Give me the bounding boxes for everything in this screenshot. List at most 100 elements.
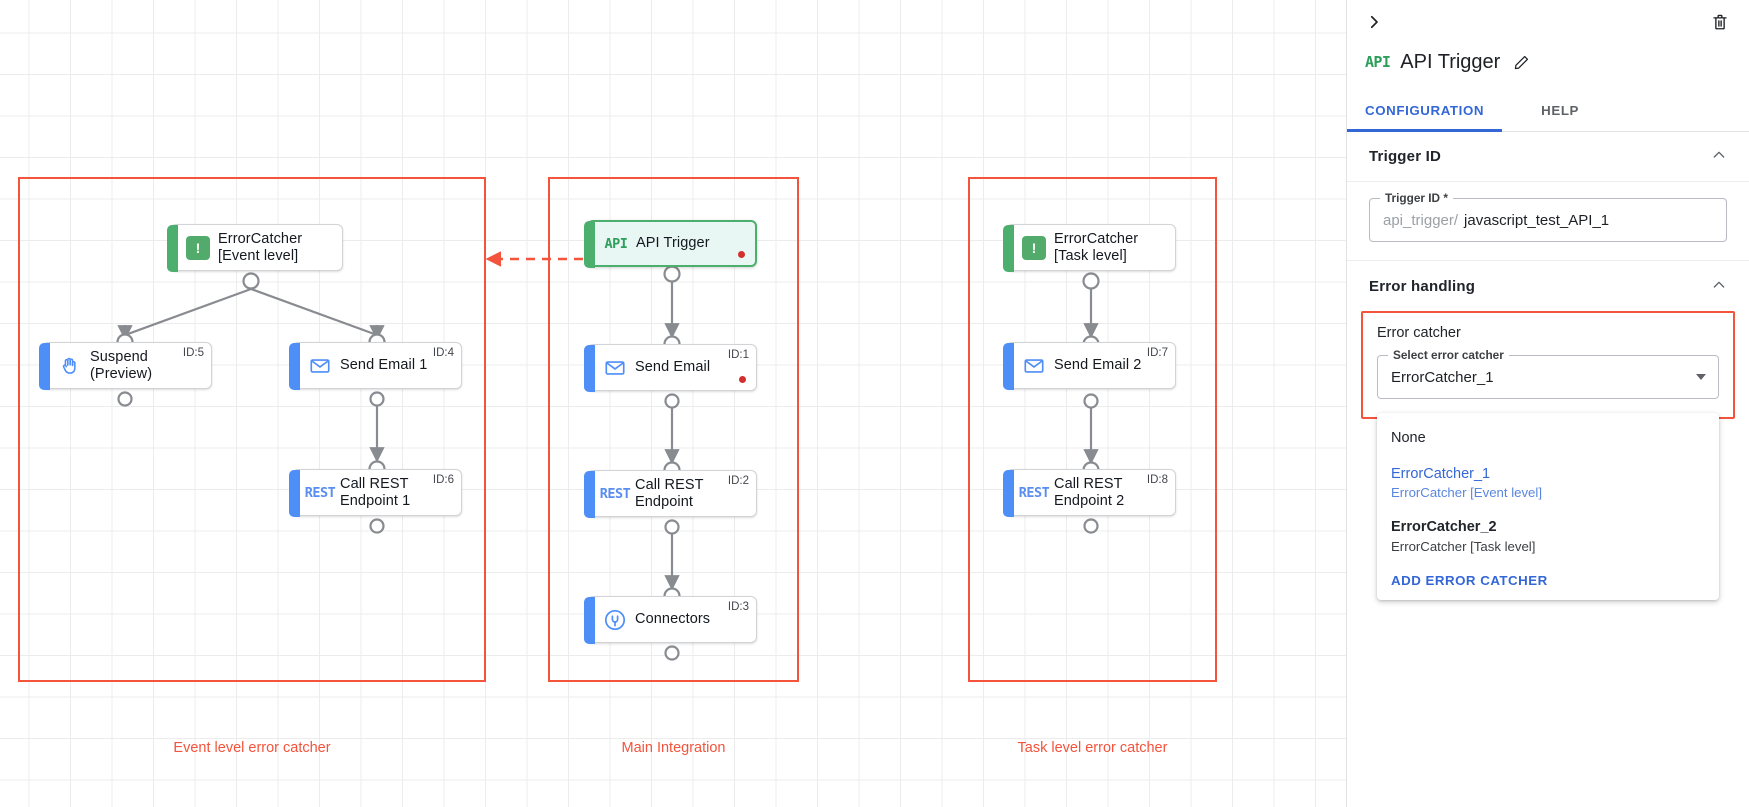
- node-api-trigger[interactable]: API API Trigger: [584, 220, 757, 268]
- connector-icon: [595, 596, 635, 643]
- error-catcher-block: Error catcher Select error catcher Error…: [1361, 311, 1735, 601]
- section-header-error-handling[interactable]: Error handling: [1347, 261, 1749, 311]
- node-connectors[interactable]: Connectors ID:3: [584, 596, 757, 644]
- dropdown-option-none[interactable]: None: [1377, 421, 1719, 457]
- rest-icon-text: REST: [1018, 484, 1050, 501]
- chevron-up-icon[interactable]: [1711, 147, 1727, 166]
- group-frame-main[interactable]: [548, 177, 799, 682]
- trash-icon[interactable]: [1705, 7, 1735, 37]
- panel-topbar: [1347, 0, 1749, 44]
- node-error-catcher-task[interactable]: ! ErrorCatcher [Task level]: [1003, 224, 1176, 272]
- group-label-main: Main Integration: [621, 740, 726, 756]
- node-call-rest-endpoint-1[interactable]: REST Call REST Endpoint 1 ID:6: [289, 469, 462, 517]
- dropdown-option-label: None: [1391, 430, 1426, 446]
- api-icon: API: [596, 220, 636, 267]
- rest-icon-text: REST: [599, 485, 631, 502]
- group-frame-task-level[interactable]: [968, 177, 1217, 682]
- node-label: API Trigger: [636, 235, 710, 252]
- node-error-indicator: [738, 251, 745, 258]
- node-accent-bar: [289, 343, 300, 390]
- chevron-down-icon[interactable]: [1696, 374, 1706, 380]
- node-accent-bar: [584, 345, 595, 392]
- envelope-icon: [300, 342, 340, 389]
- node-accent-bar: [1003, 343, 1014, 390]
- node-id-tag: ID:4: [432, 347, 454, 359]
- node-accent-bar: [289, 470, 300, 517]
- node-label: Call REST Endpoint: [635, 476, 704, 510]
- node-id-tag: ID:8: [1146, 474, 1168, 486]
- node-label: ErrorCatcher [Task level]: [1054, 230, 1139, 264]
- envelope-icon: [1014, 342, 1054, 389]
- tab-configuration[interactable]: CONFIGURATION: [1347, 90, 1503, 132]
- dropdown-option-errorcatcher-2[interactable]: ErrorCatcher_2 ErrorCatcher [Task level]: [1377, 510, 1719, 563]
- details-panel: API API Trigger CONFIGURATION HELP Trigg…: [1346, 0, 1749, 807]
- dropdown-option-label: ErrorCatcher_2: [1391, 518, 1497, 535]
- tab-help[interactable]: HELP: [1541, 103, 1580, 118]
- trigger-id-prefix: api_trigger/: [1383, 211, 1459, 229]
- node-send-email-main[interactable]: Send Email ID:1: [584, 344, 757, 392]
- node-send-email-2[interactable]: Send Email 2 ID:7: [1003, 342, 1176, 390]
- api-icon-text: API: [604, 235, 628, 252]
- node-id-tag: ID:7: [1146, 347, 1168, 359]
- node-error-catcher-event[interactable]: ! ErrorCatcher [Event level]: [167, 224, 343, 272]
- node-id-tag: ID:3: [727, 601, 749, 613]
- dropdown-option-errorcatcher-1[interactable]: ErrorCatcher_1 ErrorCatcher [Event level…: [1377, 457, 1719, 510]
- trigger-id-label: Trigger ID *: [1380, 191, 1453, 205]
- node-call-rest-endpoint-main[interactable]: REST Call REST Endpoint ID:2: [584, 470, 757, 518]
- node-accent-bar: [39, 343, 50, 390]
- node-label: Send Email 1: [340, 357, 428, 374]
- node-call-rest-endpoint-2[interactable]: REST Call REST Endpoint 2 ID:8: [1003, 469, 1176, 517]
- group-label-task-level: Task level error catcher: [1017, 740, 1168, 756]
- dropdown-option-label: ErrorCatcher_1: [1391, 465, 1491, 482]
- dropdown-option-sublabel: ErrorCatcher [Event level]: [1391, 485, 1542, 501]
- hand-icon: [50, 342, 90, 389]
- envelope-icon: [595, 344, 635, 391]
- node-send-email-1[interactable]: Send Email 1 ID:4: [289, 342, 462, 390]
- node-label: Call REST Endpoint 1: [340, 475, 411, 509]
- node-accent-bar: [1003, 225, 1014, 272]
- select-error-catcher-label: Select error catcher: [1388, 348, 1509, 362]
- chevron-up-icon[interactable]: [1711, 277, 1727, 296]
- api-icon: API: [1365, 53, 1391, 71]
- chevron-right-icon[interactable]: [1359, 7, 1389, 37]
- node-label: Suspend (Preview): [90, 348, 153, 382]
- section-header-trigger-id[interactable]: Trigger ID: [1347, 132, 1749, 182]
- node-id-tag: ID:2: [727, 475, 749, 487]
- trigger-id-field[interactable]: Trigger ID * api_trigger/ javascript_tes…: [1369, 191, 1727, 242]
- node-error-indicator: [739, 376, 746, 383]
- node-suspend-preview[interactable]: Suspend (Preview) ID:5: [39, 342, 212, 390]
- group-frame-event-level[interactable]: [18, 177, 486, 682]
- error-catcher-title: Error catcher: [1377, 325, 1461, 341]
- group-label-event-level: Event level error catcher: [173, 740, 331, 756]
- node-accent-bar: [584, 471, 595, 518]
- panel-title-row: API API Trigger: [1347, 44, 1749, 80]
- alert-badge-icon: !: [178, 224, 218, 271]
- rest-icon-text: REST: [304, 484, 336, 501]
- pencil-icon[interactable]: [1510, 51, 1532, 73]
- node-accent-bar: [584, 597, 595, 644]
- page-title: API Trigger: [1400, 50, 1501, 73]
- node-label: ErrorCatcher [Event level]: [218, 230, 303, 264]
- node-id-tag: ID:6: [432, 474, 454, 486]
- add-error-catcher-button[interactable]: ADD ERROR CATCHER: [1391, 573, 1548, 589]
- section-title: Trigger ID: [1369, 148, 1442, 165]
- node-label: Send Email: [635, 359, 711, 376]
- node-label: Connectors: [635, 611, 711, 628]
- rest-icon: REST: [595, 470, 635, 517]
- select-error-catcher[interactable]: Select error catcher ErrorCatcher_1: [1377, 348, 1719, 399]
- alert-badge-icon: !: [1014, 224, 1054, 271]
- workflow-canvas[interactable]: Event level error catcher Main Integrati…: [0, 0, 1346, 807]
- rest-icon: REST: [300, 469, 340, 516]
- rest-icon: REST: [1014, 469, 1054, 516]
- dropdown-option-sublabel: ErrorCatcher [Task level]: [1391, 538, 1536, 554]
- node-label: Send Email 2: [1054, 357, 1142, 374]
- select-error-catcher-value: ErrorCatcher_1: [1391, 368, 1494, 386]
- node-label: Call REST Endpoint 2: [1054, 475, 1125, 509]
- node-accent-bar: [584, 221, 595, 268]
- error-catcher-dropdown[interactable]: None ErrorCatcher_1 ErrorCatcher [Event …: [1377, 413, 1719, 601]
- node-id-tag: ID:5: [182, 347, 204, 359]
- section-body-trigger-id: Trigger ID * api_trigger/ javascript_tes…: [1347, 182, 1749, 261]
- section-title: Error handling: [1369, 277, 1476, 295]
- trigger-id-input[interactable]: javascript_test_API_1: [1464, 211, 1610, 229]
